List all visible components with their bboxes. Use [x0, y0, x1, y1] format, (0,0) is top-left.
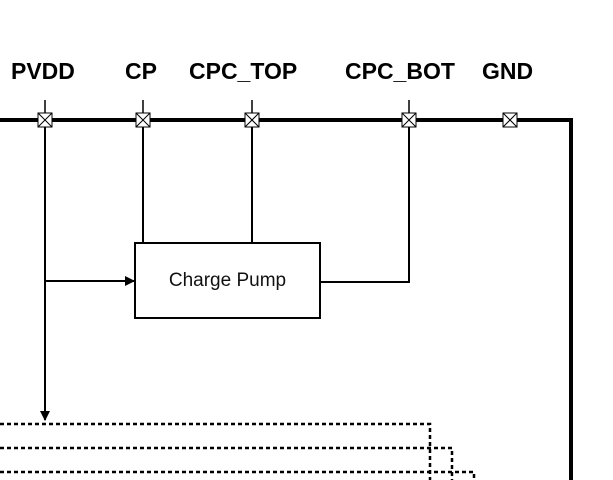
cpc-bot-pin-terminal [401, 112, 417, 128]
dashed-outline-3 [0, 470, 476, 480]
pin-label-cpc-bot: CPC_BOT [345, 58, 455, 84]
gnd-pin-terminal [502, 112, 518, 128]
pin-label-cpc-top: CPC_TOP [189, 58, 298, 84]
charge-pump-label: Charge Pump [168, 269, 287, 291]
dashed-outline-1 [0, 422, 432, 480]
pvdd-pin-terminal [37, 112, 53, 128]
charge-pump-block [134, 242, 321, 319]
pin-label-cp: CP [125, 58, 157, 84]
dashed-outline-2 [0, 446, 454, 480]
pin-label-pvdd: PVDD [11, 58, 75, 84]
cpc-bot-wire [320, 127, 410, 283]
cpc-top-pin-terminal [244, 112, 260, 128]
pin-label-gnd: GND [482, 58, 534, 84]
cp-pin-terminal [135, 112, 151, 128]
